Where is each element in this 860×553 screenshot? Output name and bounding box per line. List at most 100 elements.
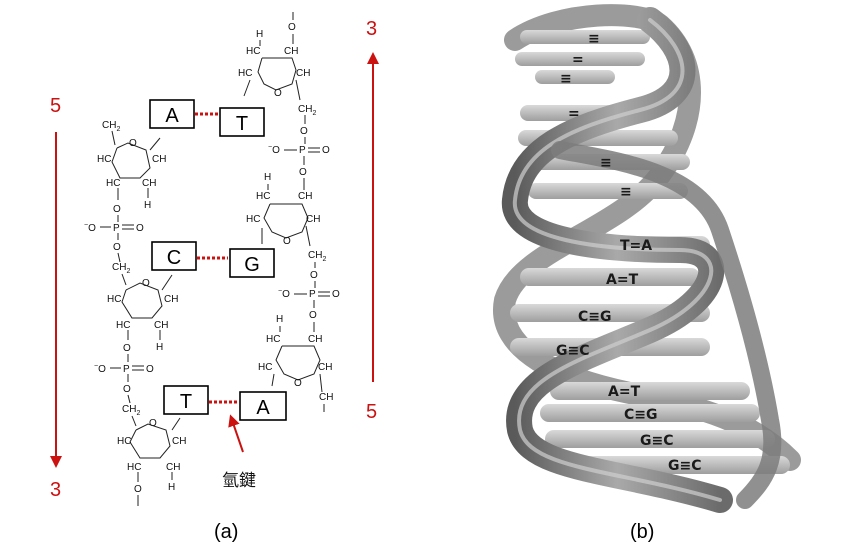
svg-text:O: O: [283, 236, 291, 247]
base-box-a: [149, 99, 195, 129]
base-pair-3: T A: [163, 385, 287, 421]
base-label: A: [165, 105, 179, 127]
caption-a: (a): [214, 521, 238, 543]
svg-text:CH2: CH2: [298, 104, 316, 117]
svg-text:O: O: [134, 484, 142, 495]
hbond-mark: =: [568, 106, 580, 122]
right-phosphate-1: −O P O O: [268, 137, 330, 178]
svg-text:O: O: [136, 223, 144, 234]
svg-text:−O: −O: [278, 288, 290, 300]
svg-text:HC: HC: [266, 334, 280, 345]
svg-text:CH: CH: [306, 214, 320, 225]
callout-arrow: [228, 414, 244, 453]
svg-text:O: O: [113, 242, 121, 253]
base-label: T: [236, 113, 248, 135]
svg-text:O: O: [142, 278, 150, 289]
helix-rungs: [510, 30, 790, 474]
svg-text:O: O: [299, 167, 307, 178]
svg-text:O: O: [123, 384, 131, 395]
base-pair-1: A T: [149, 99, 265, 137]
panel-a: 5 3 3 5 CH2 O HC CH HC CH H: [50, 12, 379, 543]
base-pair-labels: T=A A=T C≡G G≡C A=T C≡G G≡C G≡C: [556, 238, 702, 474]
svg-text:P: P: [113, 223, 120, 234]
svg-text:CH: CH: [284, 46, 298, 57]
svg-text:H: H: [144, 200, 151, 211]
left-phosphate-1: −O P O O: [84, 215, 144, 263]
base-label: T: [180, 391, 192, 413]
svg-text:CH: CH: [308, 334, 322, 345]
svg-text:HC: HC: [97, 154, 111, 165]
svg-text:O: O: [322, 145, 330, 156]
svg-text:HC: HC: [258, 362, 272, 373]
svg-text:O: O: [113, 204, 121, 215]
base-pair-label: A=T: [606, 272, 639, 288]
hbond-mark: ≡: [588, 31, 600, 47]
base-pair-label: G≡C: [556, 343, 590, 359]
right-sugar-3: H HC CH HC CH O CH: [258, 314, 333, 412]
base-box-t: [163, 385, 209, 415]
right-strand-direction: 3 5: [366, 18, 379, 423]
svg-text:O: O: [123, 343, 131, 354]
hydrogen-bond-label: 氫鍵: [222, 471, 256, 491]
svg-text:H: H: [276, 314, 283, 325]
svg-text:HC: HC: [238, 68, 252, 79]
svg-text:O: O: [146, 364, 154, 375]
base-label: C: [167, 247, 181, 269]
svg-text:CH: CH: [154, 320, 168, 331]
right-backbone: O H HC CH HC CH O CH2 O −O P: [238, 12, 340, 412]
base-box-t: [219, 107, 265, 137]
right-strand-bottom-label: 5: [366, 401, 377, 423]
svg-text:O: O: [149, 418, 157, 429]
svg-text:CH: CH: [298, 191, 312, 202]
left-sugar-3: CH2 O HC CH HC CH H O: [117, 404, 186, 506]
svg-text:HC: HC: [127, 462, 141, 473]
svg-text:P: P: [299, 145, 306, 156]
base-label: G: [244, 254, 260, 276]
hbond-mark: =: [572, 52, 584, 68]
svg-text:HC: HC: [116, 320, 130, 331]
svg-text:O: O: [294, 378, 302, 389]
hbond-marks: ≡ = ≡ = ≡ ≡: [560, 31, 632, 200]
base-pair-label: C≡G: [624, 407, 658, 423]
left-sugar-1: CH2 O HC CH HC CH H O: [97, 120, 166, 215]
hbond-mark: ≡: [600, 155, 612, 171]
svg-text:O: O: [274, 88, 282, 99]
svg-text:H: H: [264, 172, 271, 183]
svg-text:HC: HC: [246, 214, 260, 225]
svg-text:P: P: [123, 364, 130, 375]
caption-b: (b): [630, 521, 654, 543]
base-pair-label: A=T: [608, 384, 641, 400]
base-pair-label: C≡G: [578, 309, 612, 325]
left-backbone: CH2 O HC CH HC CH H O −O P: [84, 120, 186, 506]
base-box-a: [239, 391, 287, 421]
base-pair-label: G≡C: [640, 433, 674, 449]
svg-text:HC: HC: [246, 46, 260, 57]
base-pair-2: C G: [151, 241, 275, 278]
panel-b: ≡ = ≡ = ≡ ≡ T=A A=T C≡G G≡C A=T C≡G G≡C …: [493, 4, 801, 543]
svg-text:CH2: CH2: [112, 262, 130, 275]
right-sugar-2: H HC CH HC CH O CH2 O: [246, 172, 326, 281]
svg-text:CH: CH: [319, 392, 333, 403]
svg-text:−O: −O: [84, 222, 96, 234]
svg-text:O: O: [300, 126, 308, 137]
left-phosphate-2: −O P O O: [94, 354, 154, 404]
left-strand-top-label: 5: [50, 95, 61, 117]
base-box-g: [229, 248, 275, 278]
svg-text:CH: CH: [318, 362, 332, 373]
svg-text:HC: HC: [256, 191, 270, 202]
svg-text:−O: −O: [268, 144, 280, 156]
svg-text:HC: HC: [107, 294, 121, 305]
svg-text:CH: CH: [166, 462, 180, 473]
right-phosphate-2: −O P O O: [278, 281, 340, 321]
base-box-c: [151, 241, 197, 271]
svg-text:CH: CH: [152, 154, 166, 165]
svg-text:CH: CH: [296, 68, 310, 79]
svg-text:O: O: [309, 310, 317, 321]
base-label: A: [256, 397, 270, 419]
svg-text:HC: HC: [117, 436, 131, 447]
svg-text:CH2: CH2: [102, 120, 120, 133]
svg-text:O: O: [288, 22, 296, 33]
svg-text:CH: CH: [172, 436, 186, 447]
svg-text:O: O: [129, 138, 137, 149]
